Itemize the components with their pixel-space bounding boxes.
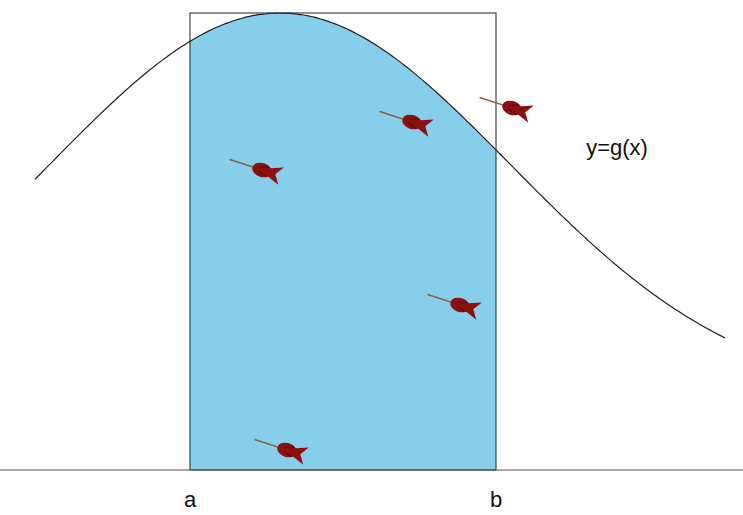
dart-detail: [283, 444, 295, 456]
dart-fins: [263, 163, 284, 185]
dart-detail: [456, 299, 468, 311]
dart: [425, 286, 482, 320]
dart-fins: [288, 443, 309, 465]
shaded-area: [190, 13, 496, 470]
dart-detail: [408, 116, 420, 128]
x-axis: [0, 469, 743, 470]
curve: [35, 13, 725, 338]
dart: [377, 103, 434, 137]
dart: [477, 89, 534, 123]
dart: [227, 151, 284, 185]
axis-label: b: [490, 489, 502, 511]
function-label: y=g(x): [586, 137, 648, 159]
dart-detail: [508, 102, 520, 114]
dart-shaft: [480, 97, 507, 106]
dart-fins: [461, 298, 482, 320]
dart-fins: [513, 101, 534, 123]
dart-detail: [258, 164, 270, 176]
dart-shaft: [380, 111, 407, 120]
bounding-rectangle: [190, 13, 496, 470]
axis-label: a: [184, 489, 196, 511]
dart: [252, 431, 309, 465]
dart-fins: [413, 115, 434, 137]
dart-shaft: [230, 159, 257, 168]
dart-shaft: [255, 439, 282, 448]
dart-shaft: [428, 294, 455, 303]
